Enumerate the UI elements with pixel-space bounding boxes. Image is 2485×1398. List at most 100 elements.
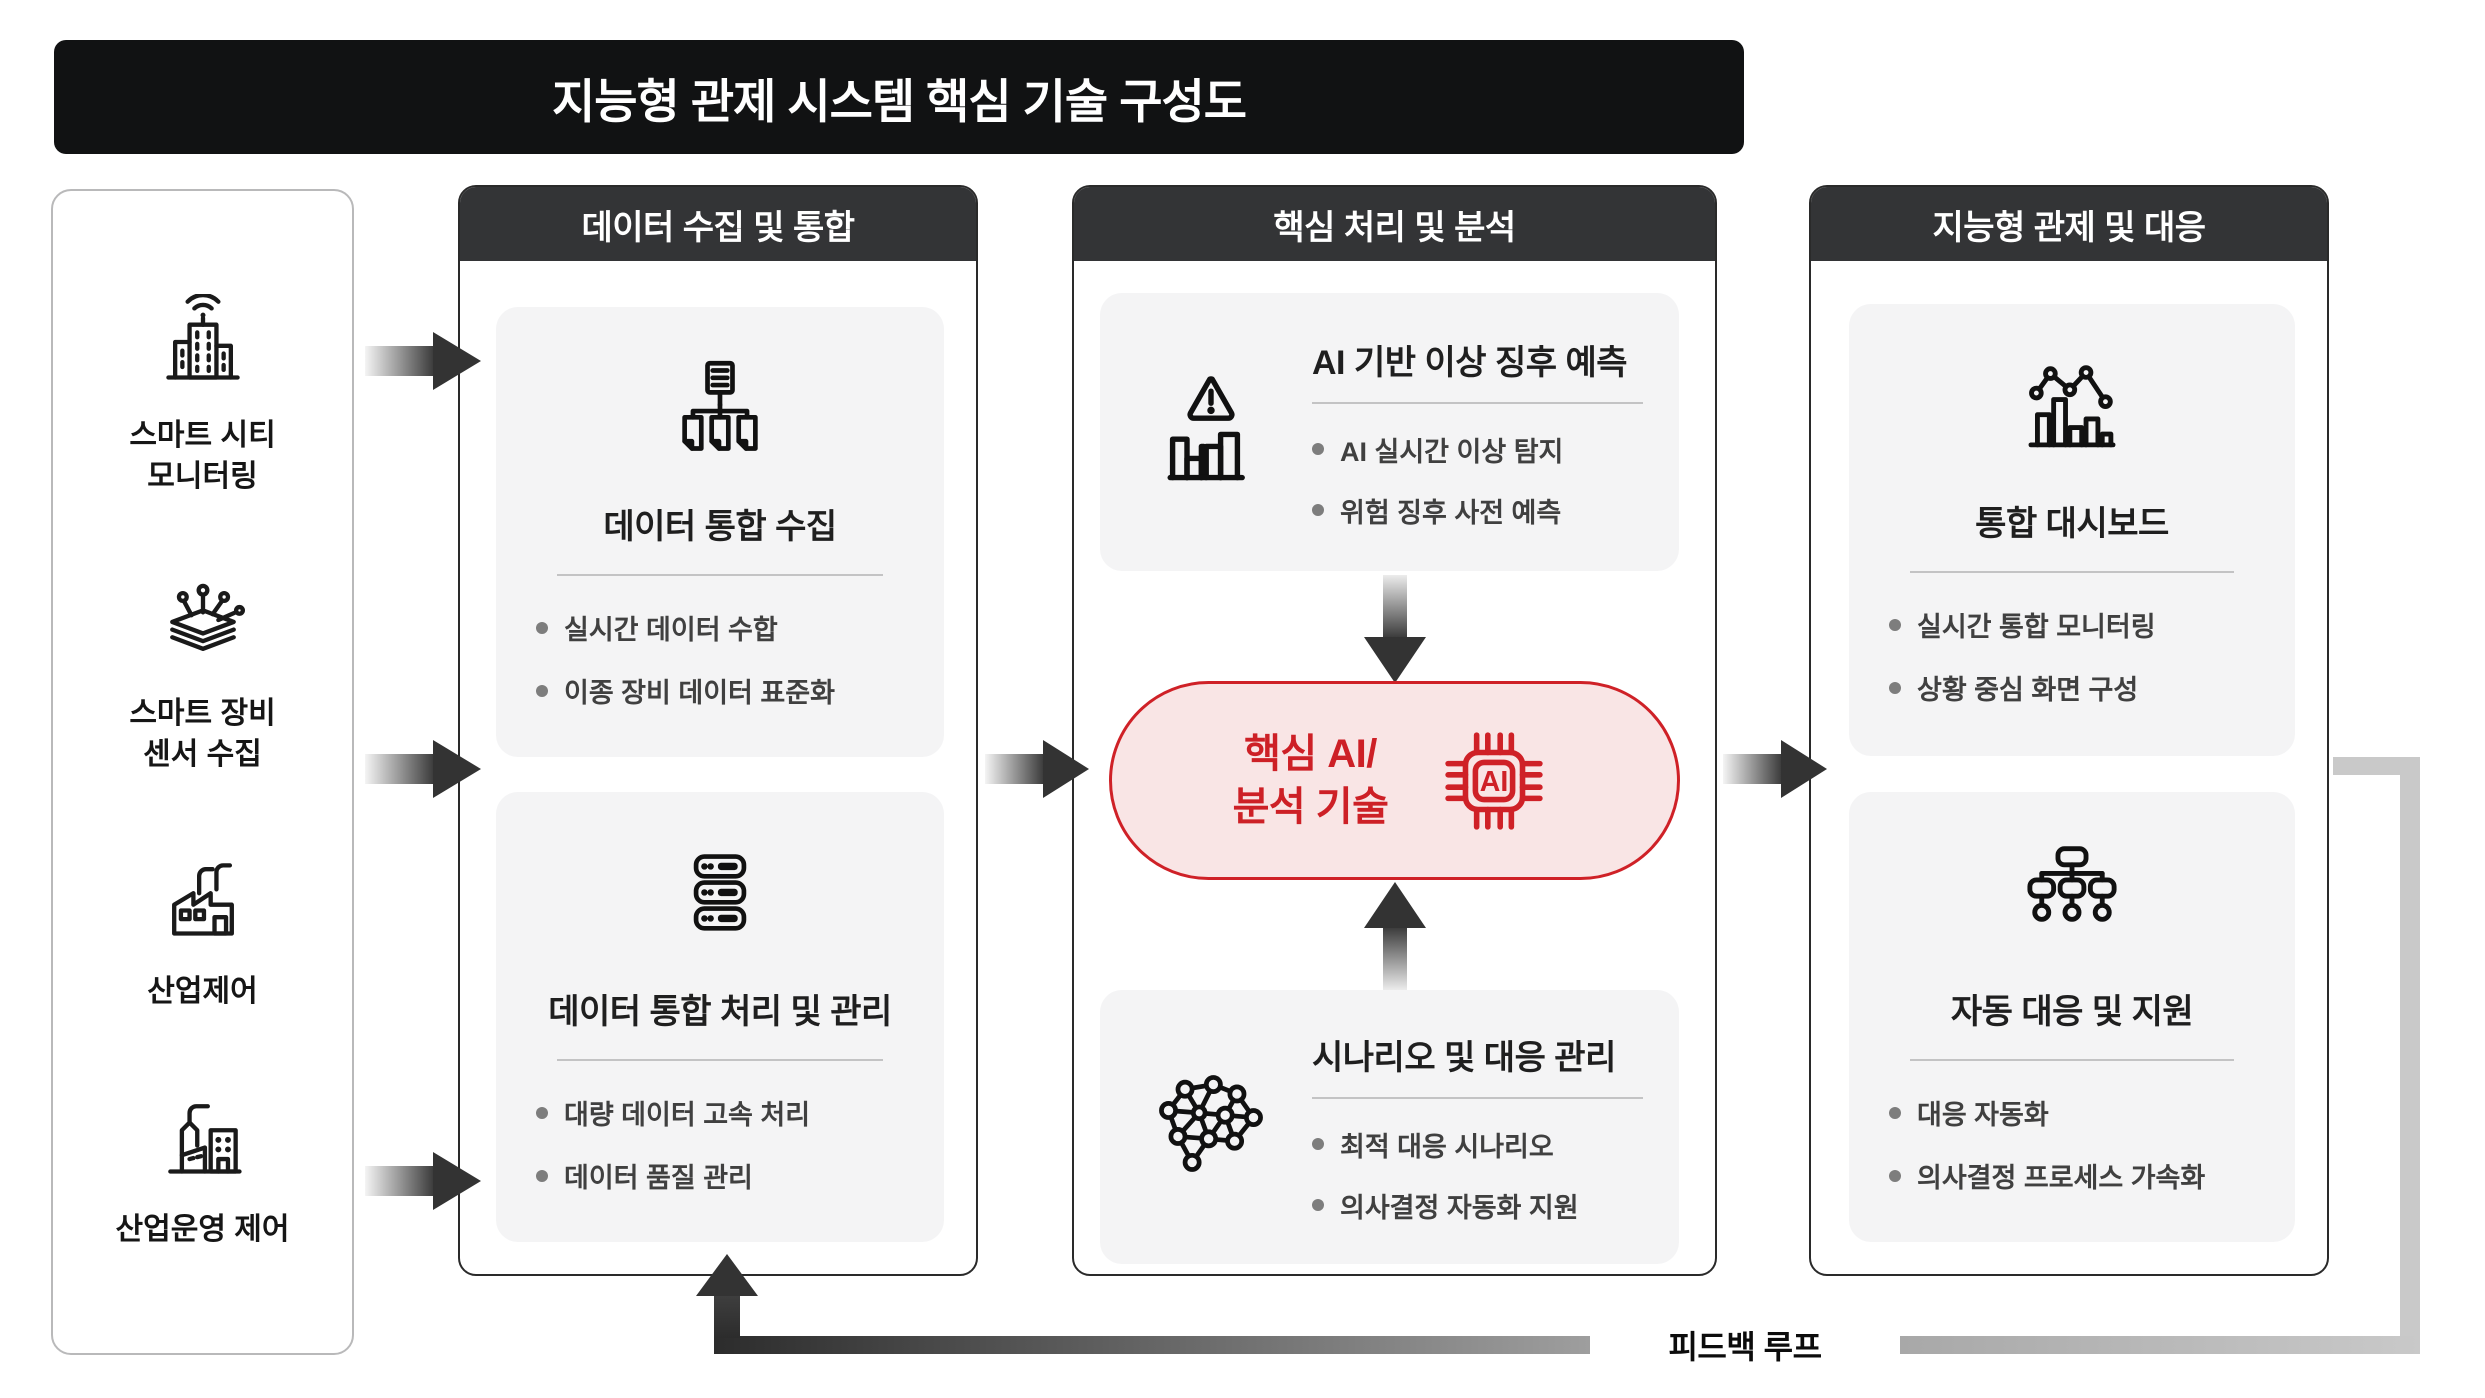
card-data-integrated-collect: 데이터 통합 수집 실시간 데이터 수합 이종 장비 데이터 표준화 (496, 307, 944, 757)
bullet-dot (1889, 1106, 1901, 1119)
anomaly-chart-icon (1136, 372, 1286, 492)
source-label: 산업제어 (147, 975, 258, 1008)
card-ai-anomaly-prediction: AI 기반 이상 징후 예측 AI 실시간 이상 탐지 위험 징후 사전 예측 (1100, 293, 1679, 571)
arrow-up-to-core (1383, 928, 1407, 990)
bullet-item: 최적 대응 시나리오 (1312, 1125, 1643, 1164)
bullet-item: 위험 징후 사전 예측 (1312, 491, 1643, 530)
page-title: 지능형 관제 시스템 핵심 기술 구성도 (54, 40, 1744, 154)
divider (1312, 401, 1643, 404)
bullet-item: 데이터 품질 관리 (536, 1156, 904, 1195)
bullet-dot (1889, 681, 1901, 694)
feedback-vertical-right (2400, 757, 2420, 1354)
feedback-stub-right (2333, 757, 2420, 775)
card-title: 자동 대응 및 지원 (1950, 993, 2194, 1031)
bullet-item: 실시간 데이터 수합 (536, 608, 904, 647)
divider (1312, 1096, 1643, 1099)
bullet-dot (536, 684, 548, 697)
arrow-down-head (1364, 637, 1426, 683)
feedback-loop-label: 피드백 루프 (1668, 1329, 1822, 1365)
bullet-dot (536, 1169, 548, 1182)
card-title: 시나리오 및 대응 관리 (1312, 1038, 1616, 1077)
source-label: 스마트 장비 센서 수집 (129, 697, 276, 771)
scenario-network-icon (1136, 1068, 1286, 1186)
card-auto-response: 자동 대응 및 지원 대응 자동화 의사결정 프로세스 가속화 (1849, 792, 2295, 1242)
bullet-text: AI 실시간 이상 탐지 (1340, 436, 1564, 467)
bullet-dot (1312, 443, 1324, 455)
bullet-list: 대량 데이터 고속 처리 데이터 품질 관리 (526, 1093, 914, 1195)
card-title: 데이터 통합 수집 (603, 508, 837, 546)
bullet-text: 이종 장비 데이터 표준화 (564, 678, 835, 708)
card-title: AI 기반 이상 징후 예측 (1312, 343, 1628, 382)
smart-city-icon (155, 294, 251, 390)
ai-chip-icon: AI (1432, 719, 1556, 843)
feedback-arrow-shaft (714, 1294, 740, 1338)
divider (1909, 1059, 2235, 1061)
arrow-source-1 (365, 346, 433, 376)
bullet-text: 데이터 품질 관리 (564, 1163, 753, 1193)
arrow-down-to-core (1383, 575, 1407, 637)
data-collect-icon (668, 355, 772, 463)
card-title: 통합 대시보드 (1975, 505, 2169, 543)
bullet-item: AI 실시간 이상 탐지 (1312, 430, 1643, 469)
bullet-text: 의사결정 자동화 지원 (1340, 1192, 1579, 1223)
bullet-text: 실시간 통합 모니터링 (1917, 612, 2156, 642)
bullet-text: 의사결정 프로세스 가속화 (1917, 1163, 2206, 1193)
bullet-text: 위험 징후 사전 예측 (1340, 497, 1562, 528)
bullet-item: 이종 장비 데이터 표준화 (536, 671, 904, 710)
source-item-sensor: 스마트 장비 센서 수집 (129, 572, 276, 775)
bullet-text: 최적 대응 시나리오 (1340, 1131, 1554, 1162)
bullet-dot (1889, 618, 1901, 631)
bullet-item: 의사결정 자동화 지원 (1312, 1186, 1643, 1225)
dashboard-chart-icon (2018, 352, 2126, 460)
sensor-layers-icon (155, 572, 251, 668)
arrow-source-3 (365, 1166, 433, 1196)
factory-icon (155, 850, 251, 946)
bullet-list: 실시간 데이터 수합 이종 장비 데이터 표준화 (526, 608, 914, 710)
divider (557, 1059, 883, 1061)
bullet-dot (1312, 1199, 1324, 1211)
source-label: 산업운영 제어 (115, 1212, 290, 1246)
feedback-bar-right (1900, 1336, 2420, 1354)
column-core-analysis: 핵심 처리 및 분석 AI 기반 이상 징후 예측 (1072, 185, 1717, 1276)
sources-panel: 스마트 시티 모니터링 스마트 장비 센서 수집 (51, 189, 354, 1355)
card-scenario-response: 시나리오 및 대응 관리 최적 대응 시나리오 의사결정 자동화 지원 (1100, 990, 1679, 1264)
svg-text:AI: AI (1480, 765, 1509, 797)
source-item-operation: 산업운영 제어 (115, 1088, 290, 1251)
divider (557, 574, 883, 576)
bullet-list: AI 실시간 이상 탐지 위험 징후 사전 예측 (1312, 430, 1643, 530)
industrial-plant-icon (155, 1088, 251, 1184)
card-title: 데이터 통합 처리 및 관리 (548, 993, 892, 1031)
source-item-smart-city: 스마트 시티 모니터링 (129, 294, 276, 497)
bullet-text: 상황 중심 화면 구성 (1917, 675, 2139, 705)
bullet-text: 대량 데이터 고속 처리 (564, 1100, 811, 1130)
arrow-col1-col2 (985, 754, 1043, 784)
bullet-item: 대량 데이터 고속 처리 (536, 1093, 904, 1132)
bullet-item: 실시간 통합 모니터링 (1889, 605, 2255, 644)
card-integrated-dashboard: 통합 대시보드 실시간 통합 모니터링 상황 중심 화면 구성 (1849, 304, 2295, 756)
server-stack-icon (668, 840, 772, 948)
core-ai-label: 핵심 AI/ 분석 기술 (1232, 731, 1389, 829)
column-header: 지능형 관제 및 대응 (1811, 187, 2327, 261)
bullet-list: 최적 대응 시나리오 의사결정 자동화 지원 (1312, 1125, 1643, 1225)
bullet-dot (536, 621, 548, 634)
bullet-text: 대응 자동화 (1917, 1100, 2049, 1130)
arrow-up-head (1364, 882, 1426, 928)
arrow-col2-col3 (1723, 754, 1781, 784)
bullet-item: 대응 자동화 (1889, 1093, 2255, 1132)
bullet-item: 의사결정 프로세스 가속화 (1889, 1156, 2255, 1195)
column-data-collection: 데이터 수집 및 통합 데이터 통합 수집 실시 (458, 185, 978, 1276)
bullet-dot (1312, 504, 1324, 516)
column-header: 데이터 수집 및 통합 (460, 187, 976, 261)
bullet-text: 실시간 데이터 수합 (564, 615, 778, 645)
column-intelligent-response: 지능형 관제 및 대응 통합 대시보드 (1809, 185, 2329, 1276)
bullet-list: 실시간 통합 모니터링 상황 중심 화면 구성 (1879, 605, 2265, 707)
bullet-dot (1312, 1138, 1324, 1150)
column-header: 핵심 처리 및 분석 (1074, 187, 1715, 261)
bullet-item: 상황 중심 화면 구성 (1889, 668, 2255, 707)
feedback-bar-left (714, 1336, 1590, 1354)
org-chart-icon (2018, 840, 2126, 948)
divider (1909, 571, 2235, 573)
bullet-dot (536, 1106, 548, 1119)
card-data-processing: 데이터 통합 처리 및 관리 대량 데이터 고속 처리 데이터 품질 관리 (496, 792, 944, 1242)
